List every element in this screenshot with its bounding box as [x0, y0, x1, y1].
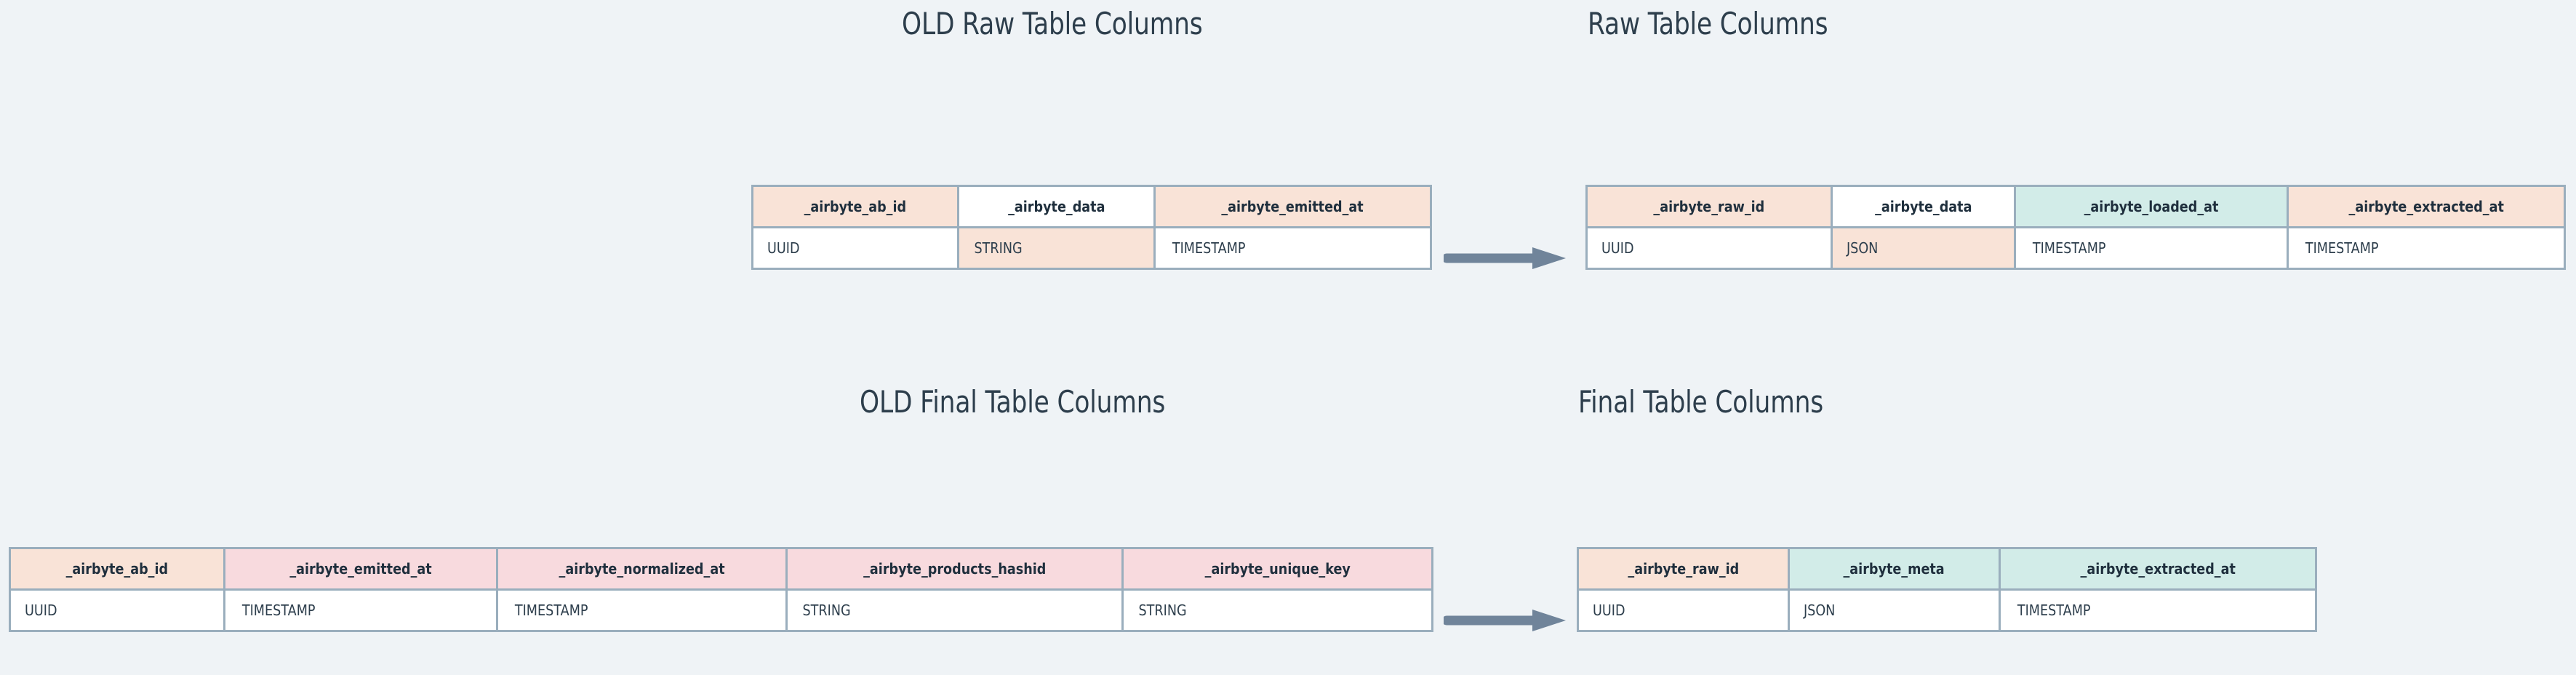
table-row-types: UUID JSON TIMESTAMP: [1577, 588, 2317, 632]
column-type-cell: UUID: [1585, 226, 1833, 270]
column-header-cell: _airbyte_raw_id: [1577, 547, 1790, 591]
arrow-final-migration: [1444, 608, 1571, 633]
column-type-cell: UUID: [1577, 588, 1790, 632]
column-header-cell: _airbyte_extracted_at: [2287, 185, 2566, 228]
column-type-cell: STRING: [1121, 588, 1433, 632]
column-type-cell: UUID: [751, 226, 959, 270]
title-raw-table-columns: Raw Table Columns: [1588, 6, 1828, 41]
title-old-raw-table-columns: OLD Raw Table Columns: [902, 6, 1203, 41]
table-row-header: _airbyte_ab_id _airbyte_emitted_at _airb…: [9, 547, 1433, 591]
table-row-types: UUID STRING TIMESTAMP: [751, 226, 1432, 270]
column-header-cell: _airbyte_emitted_at: [223, 547, 498, 591]
title-final-table-columns: Final Table Columns: [1578, 384, 1824, 420]
column-header-cell: _airbyte_emitted_at: [1153, 185, 1432, 228]
column-header-cell: _airbyte_extracted_at: [1999, 547, 2317, 591]
column-type-cell: TIMESTAMP: [2014, 226, 2289, 270]
table-row-types: UUID JSON TIMESTAMP TIMESTAMP: [1585, 226, 2566, 270]
column-type-cell: STRING: [957, 226, 1156, 270]
column-type-cell: TIMESTAMP: [223, 588, 498, 632]
column-header-cell: _airbyte_data: [957, 185, 1156, 228]
table-row-header: _airbyte_raw_id _airbyte_meta _airbyte_e…: [1577, 547, 2317, 591]
column-type-cell: JSON: [1788, 588, 2001, 632]
title-old-final-table-columns: OLD Final Table Columns: [860, 384, 1166, 420]
old-final-table: _airbyte_ab_id _airbyte_emitted_at _airb…: [9, 547, 1433, 632]
old-raw-table: _airbyte_ab_id _airbyte_data _airbyte_em…: [751, 185, 1432, 270]
column-type-cell: TIMESTAMP: [496, 588, 788, 632]
column-header-cell: _airbyte_data: [1831, 185, 2017, 228]
table-row-header: _airbyte_ab_id _airbyte_data _airbyte_em…: [751, 185, 1432, 228]
column-header-cell: _airbyte_normalized_at: [496, 547, 788, 591]
column-header-cell: _airbyte_products_hashid: [785, 547, 1124, 591]
column-header-cell: _airbyte_raw_id: [1585, 185, 1833, 228]
table-row-header: _airbyte_raw_id _airbyte_data _airbyte_l…: [1585, 185, 2566, 228]
new-raw-table: _airbyte_raw_id _airbyte_data _airbyte_l…: [1585, 185, 2566, 270]
column-header-cell: _airbyte_meta: [1788, 547, 2001, 591]
table-row-types: UUID TIMESTAMP TIMESTAMP STRING STRING: [9, 588, 1433, 632]
column-type-cell: JSON: [1831, 226, 2017, 270]
column-type-cell: TIMESTAMP: [1999, 588, 2317, 632]
column-type-cell: STRING: [785, 588, 1124, 632]
column-header-cell: _airbyte_loaded_at: [2014, 185, 2289, 228]
arrow-raw-migration: [1444, 246, 1571, 271]
column-type-cell: TIMESTAMP: [2287, 226, 2566, 270]
column-header-cell: _airbyte_ab_id: [9, 547, 225, 591]
column-type-cell: TIMESTAMP: [1153, 226, 1432, 270]
new-final-table: _airbyte_raw_id _airbyte_meta _airbyte_e…: [1577, 547, 2317, 632]
column-header-cell: _airbyte_ab_id: [751, 185, 959, 228]
column-type-cell: UUID: [9, 588, 225, 632]
column-header-cell: _airbyte_unique_key: [1121, 547, 1433, 591]
